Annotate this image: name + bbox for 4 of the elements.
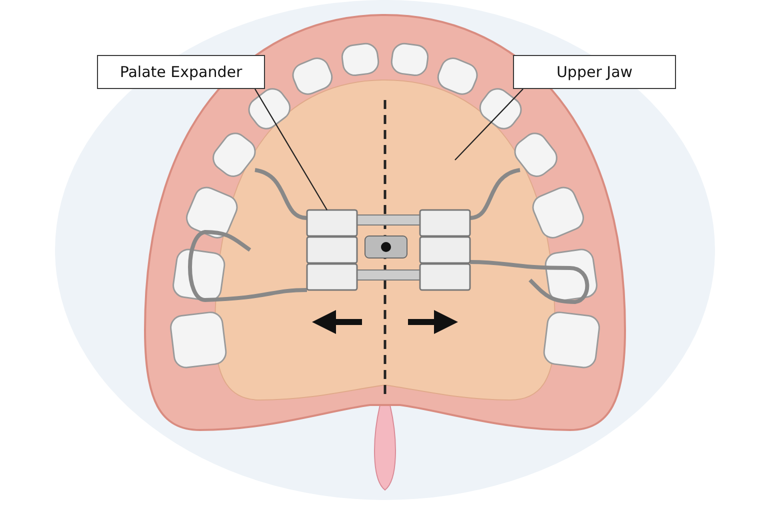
leader-line bbox=[254, 88, 328, 210]
callout-label: Palate Expander bbox=[97, 55, 265, 89]
palate-expander-drawing bbox=[188, 168, 590, 304]
callout-label: Upper Jaw bbox=[513, 55, 676, 89]
